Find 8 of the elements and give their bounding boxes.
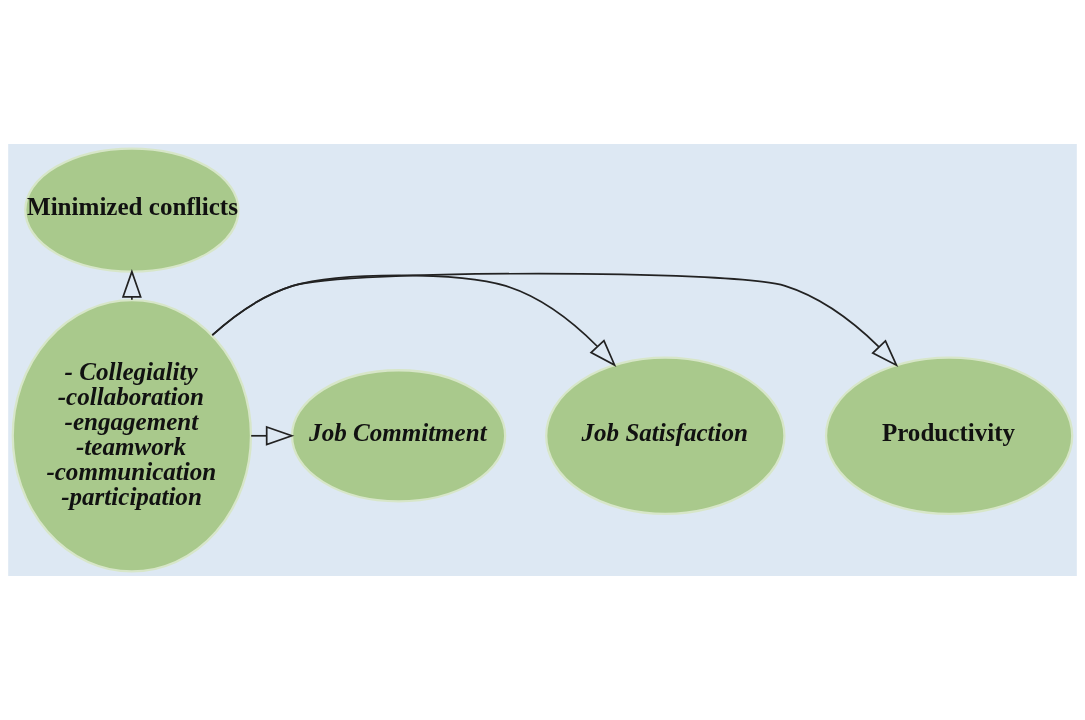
arrow [250, 425, 295, 446]
node-ellipse: Minimized conflicts [24, 147, 240, 273]
arrow [211, 274, 617, 367]
node-ellipse: Productivity [824, 356, 1074, 515]
arrow [211, 272, 899, 367]
node-ellipse: - Collegiality -collaboration -engagement -teamwork -communication -participation [11, 299, 253, 573]
node-ellipse: Job Satisfaction [545, 356, 786, 515]
node-ellipse: Job Commitment [290, 369, 507, 503]
